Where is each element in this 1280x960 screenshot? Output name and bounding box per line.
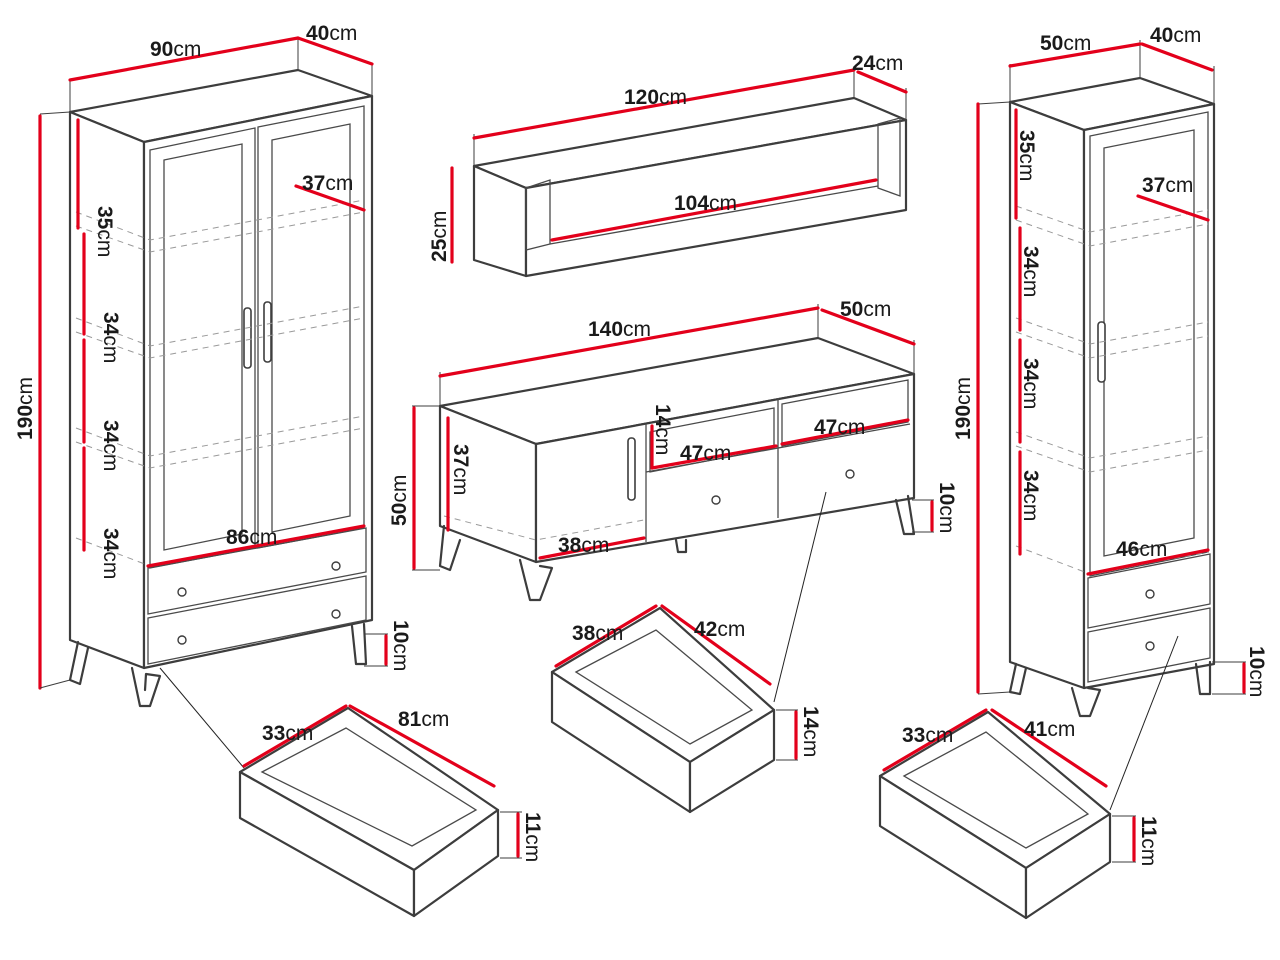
right-drawer-dim-line-width	[990, 708, 1108, 788]
right-label-width: 50cm	[1040, 32, 1091, 55]
tv-dim-line-niche-2	[780, 418, 910, 446]
tv-drawer-label-depth: 38cm	[572, 622, 623, 645]
label-shelf-1: 35cm	[93, 206, 116, 257]
label-width: 90cm	[150, 38, 201, 61]
dim-line-drawer-depth	[242, 704, 348, 768]
dim-line-inner-width	[146, 524, 366, 568]
label-drawer-width: 81cm	[398, 708, 449, 731]
right-dim-line-width	[1008, 42, 1142, 68]
shelf-dim-line-width	[472, 68, 856, 140]
tv-label-niche-height: 14cm	[651, 404, 674, 455]
tv-label-left-inner-depth: 38cm	[558, 534, 609, 557]
tv-label-left-inner-height: 37cm	[449, 444, 472, 495]
right-label-shelf-2: 34cm	[1019, 246, 1042, 297]
shelf-dim-line-depth	[856, 70, 908, 94]
right-cabinet-drawer-detail: 33cm 41cm 11cm	[878, 635, 1179, 920]
tv-label-width: 140cm	[588, 318, 651, 341]
label-drawer-height: 11cm	[521, 812, 544, 862]
tv-label-depth: 50cm	[840, 298, 891, 321]
tv-label-niche-1: 47cm	[680, 442, 731, 465]
right-label-shelf-depth: 37cm	[1142, 174, 1193, 197]
right-label-height: 190cm	[952, 377, 975, 440]
right-drawer-label-height: 11cm	[1137, 816, 1160, 866]
label-shelf-3: 34cm	[99, 420, 122, 471]
tv-drawer-label-height: 14cm	[799, 706, 822, 757]
label-drawer-depth: 33cm	[262, 722, 313, 745]
tv-dim-line-left-inner-depth	[538, 536, 646, 560]
dim-line-shelf-depth	[294, 184, 366, 212]
right-label-shelf-3: 34cm	[1019, 358, 1042, 409]
tv-label-niche-2: 47cm	[814, 416, 865, 439]
left-cabinet-drawer-detail: 33cm 81cm 11cm	[159, 667, 544, 918]
dim-line-depth	[296, 36, 374, 66]
right-drawer-label-width: 41cm	[1024, 718, 1075, 741]
left-cabinet-dimensions: 90cm 40cm 190cm 35cm 34cm 34cm 34cm 37cm…	[14, 22, 412, 690]
tv-drawer-dim-line-width	[660, 604, 772, 686]
right-dim-line-inner-width	[1086, 548, 1210, 576]
label-leg: 10cm	[389, 620, 412, 671]
right-drawer-dim-line-depth	[882, 708, 988, 772]
label-shelf-2: 34cm	[99, 312, 122, 363]
label-height: 190cm	[14, 377, 37, 440]
label-inner-width: 86cm	[226, 526, 277, 549]
label-depth: 40cm	[306, 22, 357, 45]
right-label-inner-width: 46cm	[1116, 538, 1167, 561]
shelf-label-height: 25cm	[428, 211, 451, 262]
right-dim-line-depth	[1140, 42, 1214, 72]
tv-label-height: 50cm	[388, 475, 411, 526]
shelf-dim-line-inner	[550, 178, 878, 242]
right-label-depth: 40cm	[1150, 24, 1201, 47]
tv-dim-line-width	[438, 306, 820, 378]
dim-line-width	[68, 36, 300, 82]
right-display-cabinet: 50cm 40cm 190cm 35cm 34cm 34cm 34cm 37cm…	[952, 24, 1268, 718]
label-shelf-depth: 37cm	[302, 172, 353, 195]
right-dim-line-shelf-depth	[1136, 194, 1210, 222]
dim-line-drawer-width	[348, 704, 496, 788]
tv-dim-line-depth	[820, 308, 916, 346]
right-label-leg: 10cm	[1245, 646, 1268, 697]
tv-unit: 140cm 50cm 50cm 37cm 38cm 14cm 47cm 47cm…	[388, 298, 958, 602]
right-drawer-label-depth: 33cm	[902, 724, 953, 747]
wall-shelf: 120cm 24cm 25cm 104cm	[428, 52, 908, 278]
label-shelf-4: 34cm	[99, 528, 122, 579]
tv-drawer-label-width: 42cm	[694, 618, 745, 641]
right-label-shelf-4: 34cm	[1019, 470, 1042, 521]
tv-drawer-dim-line-depth	[554, 604, 658, 668]
shelf-label-depth: 24cm	[852, 52, 903, 75]
shelf-label-width: 120cm	[624, 86, 687, 109]
tv-label-leg: 10cm	[935, 482, 958, 533]
left-display-cabinet	[68, 68, 374, 708]
tv-unit-drawer-detail: 38cm 42cm 14cm	[550, 491, 827, 814]
right-label-shelf-1: 35cm	[1015, 130, 1038, 181]
shelf-label-inner: 104cm	[674, 192, 737, 215]
tv-dim-line-niche-1	[650, 444, 778, 470]
